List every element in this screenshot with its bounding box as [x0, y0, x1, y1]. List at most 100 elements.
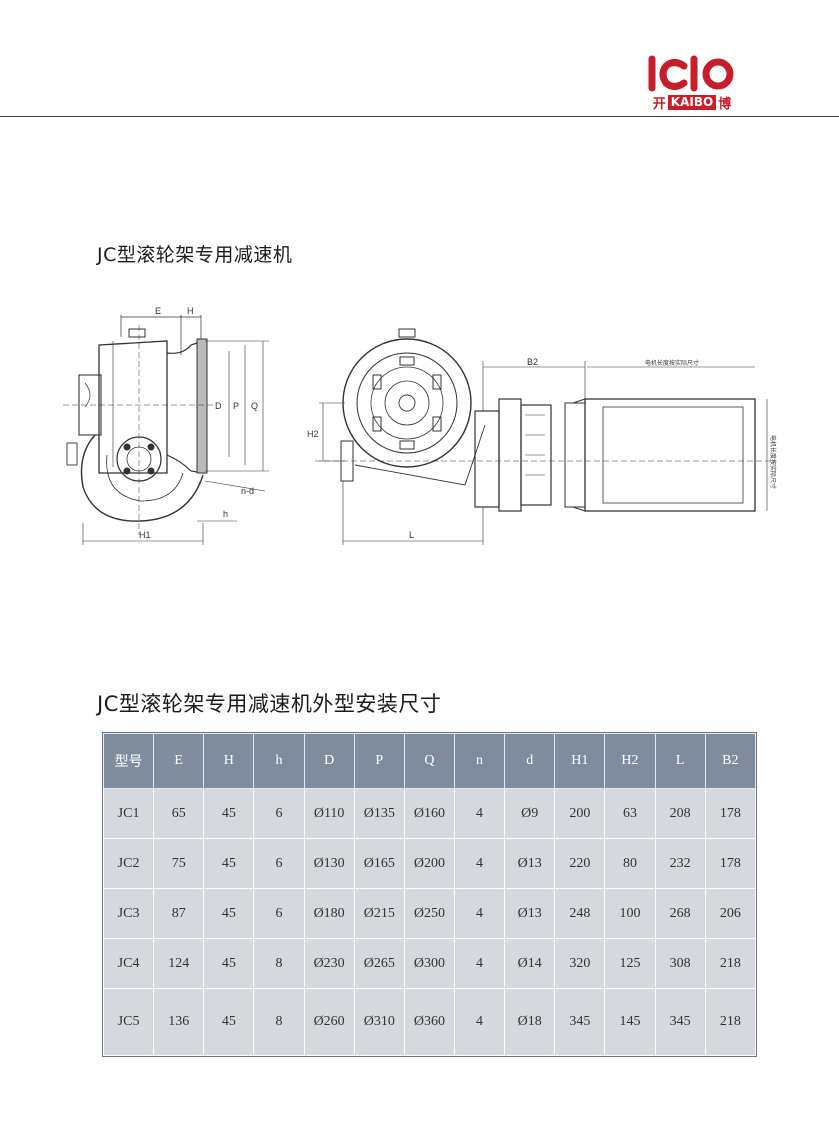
table-cell: 208	[654, 788, 706, 839]
col-header: P	[353, 733, 405, 789]
table-cell: 4	[453, 838, 506, 889]
table-cell: 345	[554, 988, 606, 1056]
table-cell: 268	[654, 888, 706, 939]
table-cell: Ø265	[353, 938, 405, 989]
col-header: L	[654, 733, 706, 789]
logo-brand-name: KAIBO	[667, 95, 717, 110]
side-view: E H D P Q n-d	[63, 306, 269, 545]
dim-H-label: H	[187, 306, 194, 316]
col-header: H	[203, 733, 255, 789]
table-cell: JC2	[102, 838, 155, 889]
table-cell: 100	[604, 888, 656, 939]
table-cell: 248	[554, 888, 606, 939]
table-cell: 308	[654, 938, 706, 989]
dim-H1-label: H1	[139, 530, 151, 540]
table-cell: Ø200	[403, 838, 455, 889]
table-cell: Ø110	[303, 788, 355, 839]
table-cell: 8	[253, 988, 305, 1056]
table-cell: 124	[153, 938, 205, 989]
dim-E-label: E	[155, 306, 161, 316]
table-cell: 4	[453, 788, 506, 839]
table-cell: 4	[453, 938, 506, 989]
table-cell: Ø13	[504, 888, 556, 939]
col-header: H2	[604, 733, 656, 789]
logo-left-char: 开	[652, 97, 666, 112]
table-cell: JC3	[102, 888, 155, 939]
dimension-table: 型号 E H h D P Q n d H1 H2 L B2 JC1 65 45 …	[102, 732, 757, 1057]
table-cell: 63	[604, 788, 656, 839]
col-header: Q	[403, 733, 455, 789]
header-rule	[0, 116, 839, 117]
dim-Q-label: Q	[251, 401, 258, 411]
col-header: B2	[704, 733, 757, 789]
dim-B2-label: B2	[527, 357, 538, 367]
section-title-table: JC型滚轮架专用减速机外型安装尺寸	[97, 692, 442, 716]
table-cell: Ø260	[303, 988, 355, 1056]
table-cell: 45	[203, 888, 255, 939]
table-cell: Ø135	[353, 788, 405, 839]
table-row: JC2 75 45 6 Ø130 Ø165 Ø200 4 Ø13 220 80 …	[102, 838, 757, 889]
col-header: n	[453, 733, 506, 789]
table-cell: 218	[704, 938, 757, 989]
table-cell: Ø9	[504, 788, 556, 839]
table-cell: 45	[203, 988, 255, 1056]
table-cell: Ø130	[303, 838, 355, 889]
table-cell: JC4	[102, 938, 155, 989]
table-cell: 65	[153, 788, 205, 839]
table-cell: 200	[554, 788, 606, 839]
table-cell: Ø215	[353, 888, 405, 939]
table-cell: 206	[704, 888, 757, 939]
table-row: JC5 136 45 8 Ø260 Ø310 Ø360 4 Ø18 345 14…	[102, 988, 757, 1056]
motor-length-note-side: 电机长度按实际尺寸	[769, 435, 777, 489]
dim-L-label: L	[409, 530, 414, 540]
dim-P-label: P	[233, 401, 239, 411]
table-cell: Ø165	[353, 838, 405, 889]
table-row: JC4 124 45 8 Ø230 Ø265 Ø300 4 Ø14 320 12…	[102, 938, 757, 989]
col-header: H1	[554, 733, 606, 789]
table-row: JC1 65 45 6 Ø110 Ø135 Ø160 4 Ø9 200 63 2…	[102, 788, 757, 839]
table-cell: 345	[654, 988, 706, 1056]
table-cell: Ø14	[504, 938, 556, 989]
table-cell: 136	[153, 988, 205, 1056]
dim-D-label: D	[215, 401, 222, 411]
table-cell: Ø13	[504, 838, 556, 889]
table-cell: 145	[604, 988, 656, 1056]
table-cell: 125	[604, 938, 656, 989]
table-cell: 320	[554, 938, 606, 989]
dim-h-label: h	[223, 509, 228, 519]
table-cell: Ø250	[403, 888, 455, 939]
table-cell: Ø160	[403, 788, 455, 839]
table-cell: Ø360	[403, 988, 455, 1056]
col-header: E	[153, 733, 205, 789]
section-title-diagram: JC型滚轮架专用减速机	[97, 244, 293, 266]
dim-nd-label: n-d	[241, 486, 254, 496]
table-cell: 4	[453, 988, 506, 1056]
table-cell: 8	[253, 938, 305, 989]
gearbox-technical-drawing: E H D P Q n-d	[63, 306, 777, 545]
logo-brand-text: 开 KAIBO 博	[644, 95, 740, 112]
table-cell: Ø310	[353, 988, 405, 1056]
table-cell: JC1	[102, 788, 155, 839]
table-cell: 75	[153, 838, 205, 889]
table-cell: 232	[654, 838, 706, 889]
col-header: d	[504, 733, 556, 789]
table-cell: 45	[203, 788, 255, 839]
dim-H2-label: H2	[307, 429, 319, 439]
table-header-row: 型号 E H h D P Q n d H1 H2 L B2	[102, 733, 757, 789]
table-cell: Ø18	[504, 988, 556, 1056]
table-cell: Ø300	[403, 938, 455, 989]
table-cell: 6	[253, 888, 305, 939]
table-cell: 80	[604, 838, 656, 889]
table-cell: 6	[253, 838, 305, 889]
col-header: 型号	[102, 733, 155, 789]
table-cell: 4	[453, 888, 506, 939]
table-cell: JC5	[102, 988, 155, 1056]
table-cell: 220	[554, 838, 606, 889]
table-row: JC3 87 45 6 Ø180 Ø215 Ø250 4 Ø13 248 100…	[102, 888, 757, 939]
table-cell: 45	[203, 938, 255, 989]
front-view: B2 电机长度按实际尺寸 电机长度按实际尺寸 H2 L	[307, 328, 777, 545]
table-cell: 87	[153, 888, 205, 939]
table-cell: 178	[704, 838, 757, 889]
kaibo-logo-mark	[644, 54, 740, 94]
logo-right-char: 博	[718, 97, 732, 112]
